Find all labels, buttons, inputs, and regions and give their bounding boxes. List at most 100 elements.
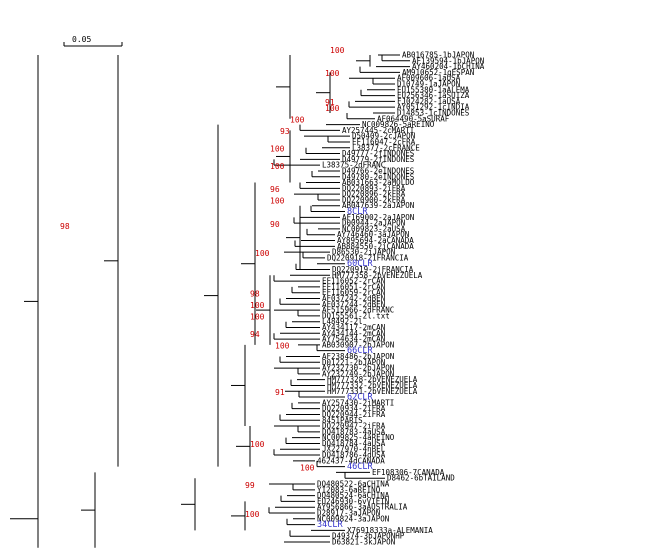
leaf-label: HM777331-2bVENEZUELA: [327, 387, 418, 396]
leaf-label: D49779-2fINDONES: [342, 155, 415, 164]
leaf-label: AY232730-2bJAPON: [322, 364, 394, 373]
leaf-label: AB884550-2jCANADA: [337, 242, 414, 251]
sample-label-highlighted: 66CLR: [347, 346, 373, 356]
bootstrap-value: 100: [270, 197, 285, 206]
leaf-label: AY460204-1bCHINA: [412, 62, 485, 71]
scale-bar: 0.05: [63, 35, 123, 47]
bootstrap-value: 100: [255, 249, 270, 258]
leaf-label: AF009606-1aUSA: [397, 74, 461, 83]
leaf-label: 8451PARIS: [322, 416, 363, 425]
leaf-label: FJ024282-1aUSA: [397, 97, 461, 106]
tree-branches: [10, 54, 410, 548]
bootstrap-value: 100: [250, 313, 265, 322]
leaf-label: EF116059-2rCAN: [322, 288, 385, 297]
leaf-label: DQ480522-6aCHINA: [317, 480, 390, 489]
leaf-label: L48492-2l: [322, 317, 363, 326]
bootstrap-value: 94: [250, 330, 260, 339]
leaf-label: AY257445-2cMARTI: [342, 126, 414, 135]
leaf-label: AY434144-2mCAN: [322, 329, 385, 338]
leaf-label: DQ220919-2jFRANCIA: [332, 265, 414, 274]
leaf-label: DQ480524-6aCHINA: [317, 491, 390, 500]
leaf-label: AB047639-2aJAPON: [342, 201, 414, 210]
leaf-label: DQ220947-2iFRA: [322, 422, 386, 431]
leaf-label: D63821-3kJAPON: [332, 538, 395, 547]
leaf-label: 462437-4dCANADA: [317, 456, 385, 465]
bootstrap-value: 100: [325, 104, 340, 113]
leaf-label: HM777328-2bVENEZUELA: [327, 375, 418, 384]
bootstrap-value: 100: [250, 440, 265, 449]
bootstrap-value: 100: [275, 342, 290, 351]
bootstrap-values: 1001009110010093100100961009010098100100…: [60, 46, 345, 519]
sample-label-highlighted: 60CLR: [347, 259, 373, 269]
bootstrap-value: 98: [250, 290, 260, 299]
leaf-label: NC009826-5aREINO: [362, 120, 435, 129]
bootstrap-value: 100: [270, 145, 285, 154]
leaf-label: D50409-2cJAPON: [352, 132, 415, 141]
bootstrap-value: 98: [60, 222, 70, 231]
sample-label-highlighted: 46CLR: [347, 462, 373, 472]
leaf-label: DQ220934-2iFRA: [322, 404, 386, 413]
leaf-label: AF037244-2dBEN: [322, 300, 385, 309]
leaf-label: AF139594-1bJAPON: [412, 56, 484, 65]
bootstrap-value: 100: [250, 301, 265, 310]
leaf-label: HM777358-2bVENEZUELA: [332, 271, 423, 280]
leaf-label: AB031663-2aMOLDO: [342, 178, 415, 187]
leaf-label: EU256346-1aSUIZA: [397, 91, 470, 100]
leaf-label: DQ220893-2iFRA: [342, 184, 406, 193]
sample-label-highlighted: 34CLR: [317, 520, 343, 530]
leaf-label: D01221-2bJAPON: [322, 358, 385, 367]
leaf-label: D49766-2eINDONES: [342, 166, 415, 175]
leaf-label: AB016785-1bJAPON: [402, 51, 474, 60]
leaf-label: L38377-2cFRANCE: [352, 143, 420, 152]
leaf-label: AY754634-2mCAN: [322, 335, 385, 344]
sample-label-highlighted: 8CLR: [347, 207, 368, 217]
leaf-labels: AB016785-1bJAPONAF139594-1bJAPONAY460204…: [317, 51, 485, 547]
bootstrap-value: 100: [245, 510, 260, 519]
leaf-label: DQ418783-4aUSA: [322, 427, 386, 436]
bootstrap-value: 91: [325, 98, 335, 107]
bootstrap-value: 90: [270, 220, 280, 229]
leaf-label: HM777332-2bVENEZUELA: [327, 381, 418, 390]
leaf-label: AY746460-3aJAPON: [337, 230, 409, 239]
bootstrap-value: 100: [325, 69, 340, 78]
leaf-label: DQ418784-4aUSA: [322, 439, 386, 448]
leaf-label: NC009825-4aREINO: [322, 433, 395, 442]
leaf-label: AY051292-1cINDIA: [397, 103, 470, 112]
leaf-label: D14853-1cINDONES: [397, 108, 470, 117]
leaf-label: AF169002-2aJAPON: [342, 213, 414, 222]
leaf-label: AM910652-1gESPAN: [402, 68, 474, 77]
leaf-label: EU155380-1aALEMA: [397, 85, 470, 94]
leaf-label: EF108306-7CANADA: [372, 468, 445, 477]
scale-bar-label: 0.05: [72, 35, 91, 44]
leaf-label: AY895694-2aCANADA: [337, 236, 414, 245]
leaf-label: L38375-2dFRANC: [322, 161, 385, 170]
leaf-label: D00944-2aJAPON: [342, 219, 405, 228]
leaf-label: D86530-2iJAPON: [332, 248, 395, 257]
leaf-label: DQ418786-4dUSA: [322, 451, 386, 460]
leaf-label: DQ220900-2kFRA: [342, 195, 406, 204]
leaf-label: DQ220944-2iFRA: [322, 410, 386, 419]
leaf-label: NC009823-2aUSA: [342, 224, 406, 233]
bootstrap-value: 91: [275, 388, 285, 397]
leaf-label: DQ155561-2l.txt: [322, 311, 390, 320]
bootstrap-value: 93: [280, 127, 290, 136]
bootstrap-value: 100: [300, 463, 315, 472]
leaf-label: DQ220896-2kFRA: [342, 190, 406, 199]
leaf-label: EU246930-6vVIETN: [317, 497, 389, 506]
leaf-label: AY232749-2bJAPON: [322, 369, 394, 378]
bootstrap-value: 100: [270, 162, 285, 171]
leaf-label: NC009824-3aJAPON: [317, 514, 389, 523]
leaf-label: EF116052-2rCAN: [322, 277, 385, 286]
leaf-label: DQ220918-21FRANCIA: [327, 253, 409, 262]
bootstrap-value: 100: [290, 116, 305, 125]
leaf-label: AF515966-2dFRANC: [322, 306, 394, 315]
leaf-label: AY257430-2iMARTI: [322, 398, 394, 407]
leaf-label: X76918333a-ALEMANIA: [347, 526, 433, 535]
sample-label-highlighted: 62CLR: [347, 393, 373, 403]
leaf-label: D49780-2eINDONES: [342, 172, 415, 181]
leaf-label: D49374-3bJAPONHP: [332, 532, 405, 541]
leaf-label: D28917-3aJAPON: [317, 509, 380, 518]
leaf-label: AF037242-2dBEN: [322, 294, 385, 303]
